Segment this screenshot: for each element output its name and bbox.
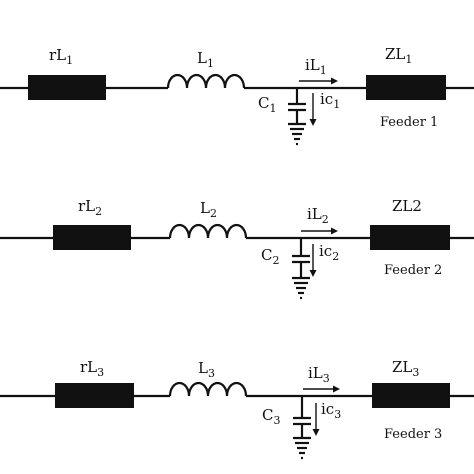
feeder-3-inductor [168, 381, 248, 397]
feeder-3-capacitor [293, 396, 311, 438]
feeder-2-c-label: C2 [261, 246, 279, 267]
feeder-2-ic-label: ic2 [319, 242, 339, 263]
feeder-2-il-arrow [301, 227, 338, 235]
feeder-1-ground-icon [288, 122, 306, 146]
feeder-2-capacitor [292, 238, 310, 278]
feeder-1-z-label: ZL1 [385, 45, 412, 66]
feeder-3-ic-arrow [312, 403, 320, 436]
feeder-1-load-impedance [366, 75, 446, 100]
feeder-3-name: Feeder 3 [384, 427, 442, 442]
feeder-1-l-label: L1 [197, 49, 214, 70]
feeder-3-resistor [55, 383, 134, 408]
feeder-1-capacitor [288, 88, 306, 124]
feeder-3-il-arrow [303, 385, 340, 393]
feeder-2-inductor [168, 223, 248, 239]
feeder-1-il-arrow [299, 77, 338, 85]
feeder-2-z-label: ZL2 [392, 197, 422, 215]
feeder-3-ic-label: ic3 [321, 400, 341, 421]
feeder-3-l-label: L3 [198, 359, 215, 380]
feeder-3-ground-icon [293, 436, 311, 460]
feeder-1-il-label: iL1 [305, 56, 327, 77]
feeder-1-name: Feeder 1 [380, 115, 438, 130]
feeder-3-il-label: iL3 [308, 364, 330, 385]
feeder-3-c-label: C3 [262, 406, 280, 427]
feeder-1-ic-arrow [309, 93, 317, 126]
feeder-3-z-label: ZL3 [392, 358, 419, 379]
feeder-3-r-label: rL3 [80, 358, 104, 379]
feeder-3-circuit: rL3 L3 iL3 ZL3 C3 ic3 Feeder 3 [0, 358, 474, 460]
feeder-2-resistor [53, 225, 131, 250]
feeder-2-circuit: rL2 L2 iL2 ZL2 C2 ic2 Feeder 2 [0, 197, 474, 300]
feeder-2-ground-icon [292, 276, 310, 300]
feeder-2-r-label: rL2 [78, 197, 102, 218]
feeder-3-load-impedance [372, 383, 450, 408]
feeder-2-load-impedance [370, 225, 450, 250]
feeder-2-l-label: L2 [200, 199, 217, 220]
feeder-1-resistor [28, 75, 106, 100]
feeder-2-il-label: iL2 [307, 205, 329, 226]
feeder-1-circuit: rL1 L1 iL1 ZL1 C1 ic1 Feeder 1 [0, 45, 474, 146]
feeder-1-inductor [166, 73, 246, 89]
feeder-2-ic-arrow [309, 244, 317, 277]
feeder-2-name: Feeder 2 [384, 263, 442, 278]
feeder-1-ic-label: ic1 [320, 90, 340, 111]
feeder-1-c-label: C1 [258, 94, 276, 115]
feeder-1-r-label: rL1 [49, 46, 73, 67]
